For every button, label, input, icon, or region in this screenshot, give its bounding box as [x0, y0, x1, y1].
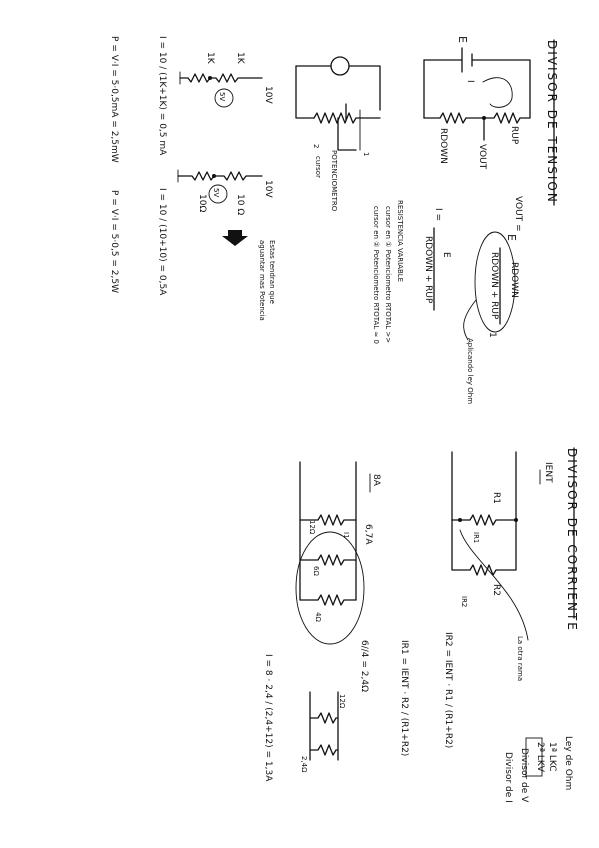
potentiometer-resistor [313, 112, 381, 124]
label-rdown: RDOWN [438, 128, 448, 164]
note-ohm: Aplicando ley Ohm [466, 338, 474, 404]
ex-current-branch: 6,7A [363, 524, 373, 545]
ex1-power: P = V·I = 5·0,5mA = 2,5mW [109, 36, 119, 163]
vout-formula-paren: 1 [487, 332, 497, 338]
example1-circuit [179, 71, 263, 85]
formula-ir2: IR2 = IENT · R1 / (R1+R2) [443, 632, 453, 748]
vout-formula-den: RDOWN + RUP [489, 252, 499, 320]
current-divider-circuit [451, 451, 541, 641]
ex-current-in: 8A [371, 474, 381, 487]
resistor-6 [299, 554, 357, 566]
label-ir2: IR2 [460, 596, 468, 607]
rup-resistor [483, 112, 531, 124]
ex2-voltage: 10V [263, 180, 273, 198]
resistor-12 [299, 514, 357, 526]
r1-resistor [451, 514, 517, 526]
summary-list: Ley de Ohm 1ª LKC 2ª LKV Divisor de V Di… [503, 736, 573, 803]
current-example-circuit [295, 461, 371, 645]
ex-current-i1: I1 [342, 532, 350, 539]
summary-line1: Ley de Ohm [563, 736, 573, 790]
ex1-r1: 1K [235, 52, 245, 65]
variable-line2: cursor en ② Potenciometro RTOTAL ≈ 0 [372, 206, 380, 344]
ex1-voltage: 10V [263, 86, 273, 104]
note-other-branch: La otra rama [516, 636, 524, 681]
i-formula-den: RDOWN + RUP [423, 236, 433, 304]
example2-circuit [177, 169, 263, 246]
ex2-power: P = V·I = 5·0,5 = 2,5W [109, 190, 119, 293]
ex1-r2: 1K [205, 52, 215, 65]
current-formula: I = E RDOWN + RUP [423, 208, 451, 311]
resistor-4 [299, 594, 357, 606]
ex2-output: 5V [212, 188, 220, 197]
ex-r-4: 4Ω [314, 612, 322, 622]
label-ir1: IR1 [472, 532, 480, 543]
summary-line4: Divisor de V [519, 748, 529, 803]
pot-mark2: 2 [312, 144, 320, 148]
summary-line3: 2ª LKV [535, 742, 545, 773]
ex1-current: I = 10 / (1K+1K) = 0,5 mA [157, 36, 167, 156]
ex-r-6: 6Ω [312, 566, 320, 576]
label-e: E [456, 36, 469, 43]
label-current: I [465, 80, 475, 83]
i-formula-lhs: I = [433, 208, 443, 221]
ex1-output: 5V [218, 92, 226, 101]
equivalent-circuit [309, 691, 339, 761]
vout-formula-lhs: VOUT = [513, 196, 523, 232]
label-r1: R1 [491, 492, 501, 504]
pot-cursor: cursor [314, 156, 322, 178]
ex-parallel: 6//4 = 2,4Ω [359, 640, 369, 692]
vout-formula: VOUT = E RDOWN RDOWN + RUP 1 [463, 196, 523, 341]
label-r2: R2 [491, 584, 501, 596]
pot-label: POTENCIOMETRO [330, 150, 338, 212]
current-divider-title: DIVISOR DE CORRIENTE [565, 448, 579, 632]
potentiometer-circuit [295, 56, 381, 151]
voltage-divider-title: DIVISOR DE TENSION [545, 40, 559, 204]
ex2-r2: 10Ω [197, 194, 207, 212]
r2-resistor [451, 519, 517, 576]
variable-line1: cursor en ① Potenciometro RTOTAL >> [384, 206, 392, 343]
label-ient: IENT [543, 462, 553, 483]
i-formula-num: E [441, 252, 451, 258]
ex-result: I = 8 · 2,4 / (2,4+12) = 1,3A [263, 654, 273, 782]
vout-formula-num: RDOWN [509, 262, 519, 298]
summary-line2: 1ª LKC [547, 742, 557, 772]
ex2-note-line2: aguantar mas Potencia [258, 240, 266, 321]
ex2-r1: 10 Ω [235, 194, 245, 215]
rdown-resistor [423, 112, 485, 124]
ex-r-12: 12Ω [308, 520, 316, 535]
variable-title: RESISTENCIA VARIABLE [396, 200, 404, 282]
thick-arrow-icon [222, 230, 248, 246]
formula-ir1: IR1 = IENT · R2 / (R1+R2) [399, 640, 409, 756]
pot-mark1: 1 [362, 152, 370, 156]
label-rup: RUP [509, 126, 519, 145]
label-vout: VOUT [477, 144, 487, 170]
ex2-note-line1: Estas tendran que [268, 240, 276, 304]
vout-formula-e: E [505, 234, 518, 241]
voltage-divider-circuit [423, 47, 531, 141]
ex2-current: I = 10 / (10+10) = 0,5A [157, 188, 167, 296]
summary-line5: Divisor de I [503, 752, 513, 803]
ex-eq-r-24: 2,4Ω [300, 756, 308, 773]
current-loop-arrow [482, 77, 513, 108]
ex-eq-r-12: 12Ω [338, 694, 346, 709]
